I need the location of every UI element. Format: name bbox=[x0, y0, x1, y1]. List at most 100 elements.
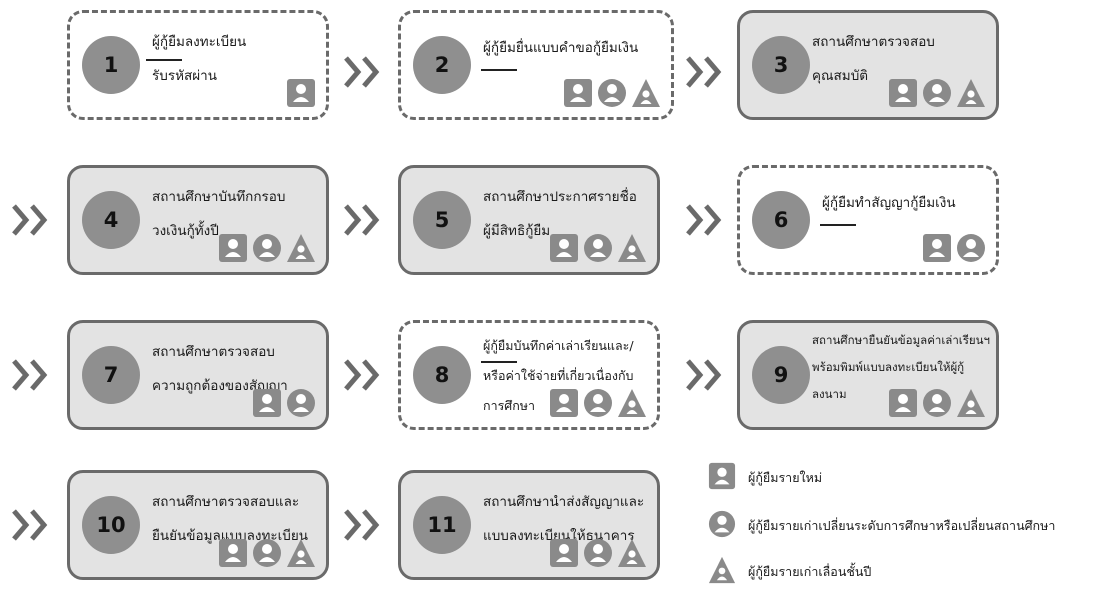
step-text-line: ความถูกต้องของสัญญา bbox=[152, 378, 288, 394]
step-text-line: สถานศึกษาตรวจสอบ bbox=[152, 344, 275, 360]
step-9-box: 9 สถานศึกษายืนยันข้อมูลค่าเล่าเรียนฯพร้อ… bbox=[737, 320, 999, 430]
double-chevron-right-icon bbox=[344, 56, 380, 88]
circle-person-icon bbox=[583, 233, 613, 263]
square-person-icon bbox=[252, 388, 282, 418]
step-number: 7 bbox=[82, 346, 140, 404]
underline-mark bbox=[481, 69, 517, 71]
circle-person-icon bbox=[597, 78, 627, 108]
step-number: 5 bbox=[413, 191, 471, 249]
square-person-icon bbox=[549, 538, 579, 568]
double-chevron-right-icon bbox=[686, 359, 722, 391]
circle-person-icon bbox=[922, 78, 952, 108]
triangle-person-icon bbox=[617, 388, 647, 418]
double-chevron-right-icon bbox=[686, 204, 722, 236]
triangle-person-icon bbox=[956, 388, 986, 418]
triangle-person-icon bbox=[956, 78, 986, 108]
circle-person-icon bbox=[956, 233, 986, 263]
double-chevron-right-icon bbox=[686, 56, 722, 88]
role-icons bbox=[286, 78, 316, 108]
step-2-box: 2 ผู้กู้ยืมยื่นแบบคำขอกู้ยืมเงิน bbox=[398, 10, 674, 120]
step-number: 11 bbox=[413, 496, 471, 554]
triangle-person-icon bbox=[286, 538, 316, 568]
step-text-line: รับรหัสผ่าน bbox=[152, 68, 217, 84]
step-text-line: สถานศึกษานำส่งสัญญาและ bbox=[483, 494, 645, 510]
step-text-line: คุณสมบัติ bbox=[812, 68, 869, 84]
step-10-box: 10 สถานศึกษาตรวจสอบและยืนยันข้อมูลแบบลงท… bbox=[67, 470, 329, 580]
circle-person-icon bbox=[583, 388, 613, 418]
legend-item-old-borrower-change: ผู้กู้ยืมรายเก่าเปลี่ยนระดับการศึกษาหรือ… bbox=[708, 510, 1055, 542]
circle-person-icon bbox=[708, 510, 736, 542]
double-chevron-right-icon bbox=[344, 204, 380, 236]
step-number: 3 bbox=[752, 36, 810, 94]
triangle-person-icon bbox=[617, 538, 647, 568]
role-icons bbox=[549, 538, 647, 568]
square-person-icon bbox=[286, 78, 316, 108]
role-icons bbox=[252, 388, 316, 418]
triangle-person-icon bbox=[617, 233, 647, 263]
step-text-line: ผู้กู้ยืมยื่นแบบคำขอกู้ยืมเงิน bbox=[483, 40, 639, 56]
step-text-line: สถานศึกษาตรวจสอบ bbox=[812, 34, 935, 50]
step-number: 9 bbox=[752, 346, 810, 404]
step-number: 4 bbox=[82, 191, 140, 249]
circle-person-icon bbox=[922, 388, 952, 418]
step-text-line: ผู้กู้ยืมทำสัญญากู้ยืมเงิน bbox=[822, 195, 956, 211]
double-chevron-right-icon bbox=[12, 359, 48, 391]
role-icons bbox=[549, 388, 647, 418]
role-icons bbox=[549, 233, 647, 263]
step-5-box: 5 สถานศึกษาประกาศรายชื่อผู้มีสิทธิกู้ยืม bbox=[398, 165, 660, 275]
triangle-person-icon bbox=[631, 78, 661, 108]
step-3-box: 3 สถานศึกษาตรวจสอบคุณสมบัติ bbox=[737, 10, 999, 120]
square-person-icon bbox=[549, 388, 579, 418]
step-text-line: ลงนาม bbox=[812, 387, 847, 401]
step-8-box: 8 ผู้กู้ยืมบันทึกค่าเล่าเรียนและ/หรือค่า… bbox=[398, 320, 660, 430]
underline-mark bbox=[146, 59, 182, 61]
step-number: 1 bbox=[82, 36, 140, 94]
step-text-line: ผู้กู้ยืมบันทึกค่าเล่าเรียนและ/ bbox=[483, 338, 634, 353]
step-text-line: การศึกษา bbox=[483, 398, 536, 413]
step-7-box: 7 สถานศึกษาตรวจสอบความถูกต้องของสัญญา bbox=[67, 320, 329, 430]
step-number: 10 bbox=[82, 496, 140, 554]
step-text-line: วงเงินกู้ทั้งปี bbox=[152, 223, 219, 239]
step-number: 8 bbox=[413, 346, 471, 404]
double-chevron-right-icon bbox=[12, 509, 48, 541]
step-text-line: สถานศึกษาตรวจสอบและ bbox=[152, 494, 300, 510]
step-number: 2 bbox=[413, 36, 471, 94]
role-icons bbox=[888, 388, 986, 418]
role-icons bbox=[922, 233, 986, 263]
role-icons bbox=[218, 538, 316, 568]
step-1-box: 1 ผู้กู้ยืมลงทะเบียนรับรหัสผ่าน bbox=[67, 10, 329, 120]
step-number: 6 bbox=[752, 191, 810, 249]
step-text-line: ผู้มีสิทธิกู้ยืม bbox=[483, 223, 551, 239]
step-text-line: สถานศึกษาบันทึกกรอบ bbox=[152, 189, 286, 205]
legend-label: ผู้กู้ยืมรายใหม่ bbox=[748, 470, 823, 485]
square-person-icon bbox=[218, 538, 248, 568]
triangle-person-icon bbox=[708, 556, 736, 588]
circle-person-icon bbox=[583, 538, 613, 568]
double-chevron-right-icon bbox=[12, 204, 48, 236]
legend-label: ผู้กู้ยืมรายเก่าเปลี่ยนระดับการศึกษาหรือ… bbox=[748, 518, 1056, 533]
double-chevron-right-icon bbox=[344, 509, 380, 541]
square-person-icon bbox=[922, 233, 952, 263]
square-person-icon bbox=[888, 388, 918, 418]
step-4-box: 4 สถานศึกษาบันทึกกรอบวงเงินกู้ทั้งปี bbox=[67, 165, 329, 275]
square-person-icon bbox=[708, 462, 736, 494]
underline-mark bbox=[481, 361, 517, 363]
triangle-person-icon bbox=[286, 233, 316, 263]
circle-person-icon bbox=[286, 388, 316, 418]
step-text-line: ผู้กู้ยืมลงทะเบียน bbox=[152, 34, 247, 50]
step-text-line: พร้อมพิมพ์แบบลงทะเบียนให้ผู้กู้ bbox=[812, 360, 965, 374]
double-chevron-right-icon bbox=[344, 359, 380, 391]
legend-label: ผู้กู้ยืมรายเก่าเลื่อนชั้นปี bbox=[748, 564, 872, 579]
step-text-line: สถานศึกษาประกาศรายชื่อ bbox=[483, 189, 637, 205]
step-text-line: สถานศึกษายืนยันข้อมูลค่าเล่าเรียนฯ bbox=[812, 333, 990, 347]
circle-person-icon bbox=[252, 233, 282, 263]
square-person-icon bbox=[888, 78, 918, 108]
step-11-box: 11 สถานศึกษานำส่งสัญญาและแบบลงทะเบียนให้… bbox=[398, 470, 660, 580]
underline-mark bbox=[820, 224, 856, 226]
step-text-line: หรือค่าใช้จ่ายที่เกี่ยวเนื่องกับ bbox=[483, 368, 634, 383]
legend-item-old-borrower-promote: ผู้กู้ยืมรายเก่าเลื่อนชั้นปี bbox=[708, 556, 871, 588]
role-icons bbox=[563, 78, 661, 108]
legend-item-new-borrower: ผู้กู้ยืมรายใหม่ bbox=[708, 462, 822, 494]
square-person-icon bbox=[549, 233, 579, 263]
square-person-icon bbox=[563, 78, 593, 108]
